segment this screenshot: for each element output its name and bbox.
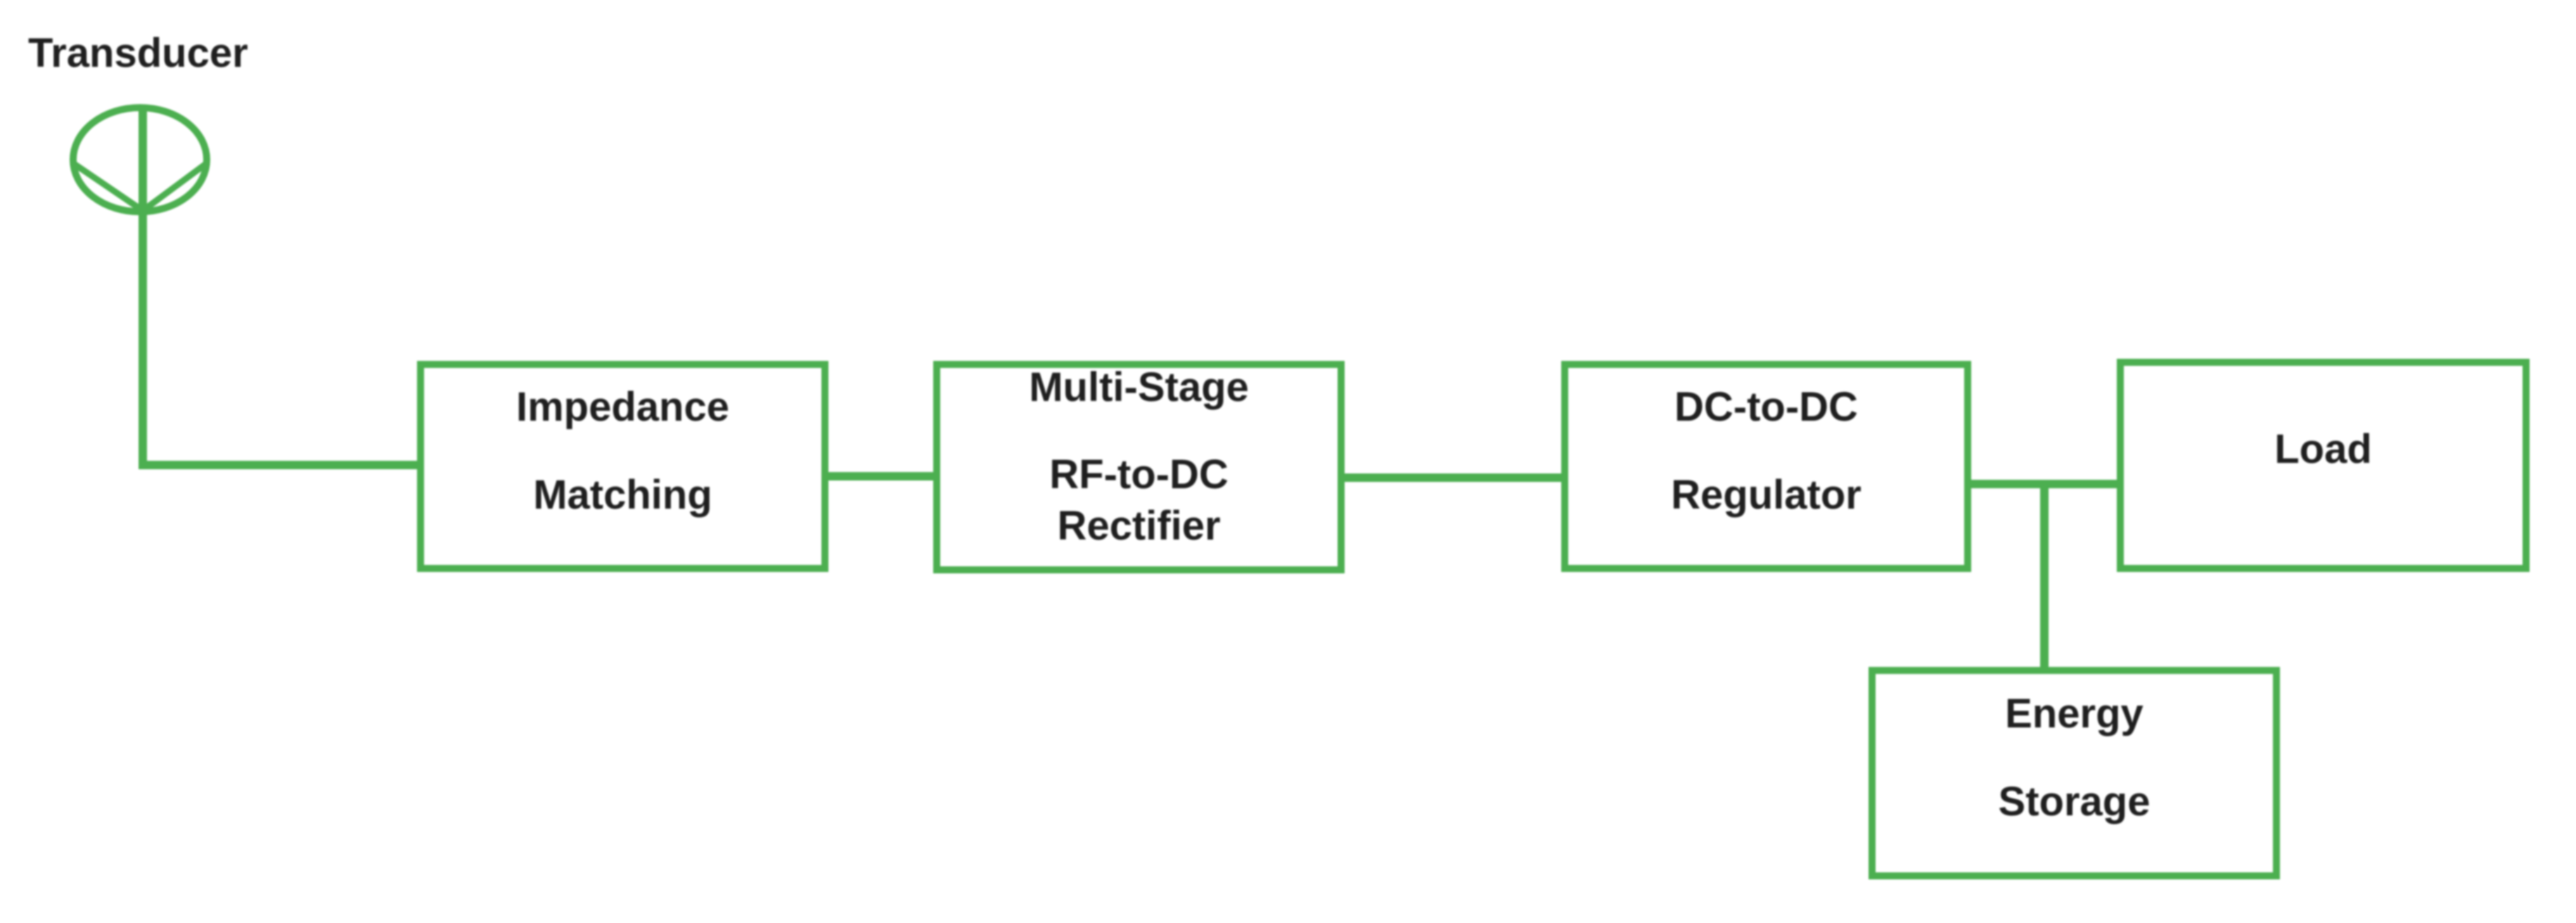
wire-rectifier-to-regulator (1345, 473, 1561, 482)
block-label-line: Matching (533, 472, 712, 518)
wire-branch-to-energy-storage (2040, 480, 2049, 667)
block-dc-dc-regulator: DC-to-DC Regulator (1561, 361, 1971, 572)
block-label-line: Multi-Stage (1029, 364, 1249, 411)
wire-impedance-to-rectifier (828, 472, 933, 480)
block-impedance-matching: Impedance Matching (417, 361, 828, 572)
wire-transducer-to-impedance (139, 461, 417, 469)
block-label-line: Rectifier (1057, 503, 1221, 549)
block-label-line: RF-to-DC (1049, 451, 1229, 497)
transducer-label: Transducer (28, 30, 248, 76)
block-energy-storage: Energy Storage (1869, 667, 2280, 879)
block-load: Load (2117, 359, 2530, 572)
antenna-right-diagonal (142, 160, 209, 212)
block-label-line: Regulator (1671, 472, 1861, 518)
antenna-left-diagonal (71, 160, 143, 212)
block-rf-dc-rectifier: Multi-Stage RF-to-DC Rectifier (933, 361, 1345, 573)
transducer-antenna-icon (70, 104, 210, 469)
block-label-line: DC-to-DC (1674, 384, 1858, 431)
block-label-line: Impedance (516, 384, 729, 431)
block-label-line: Energy (2005, 691, 2144, 737)
block-label-line: Load (2274, 426, 2372, 473)
block-label-line: Storage (1998, 779, 2151, 825)
